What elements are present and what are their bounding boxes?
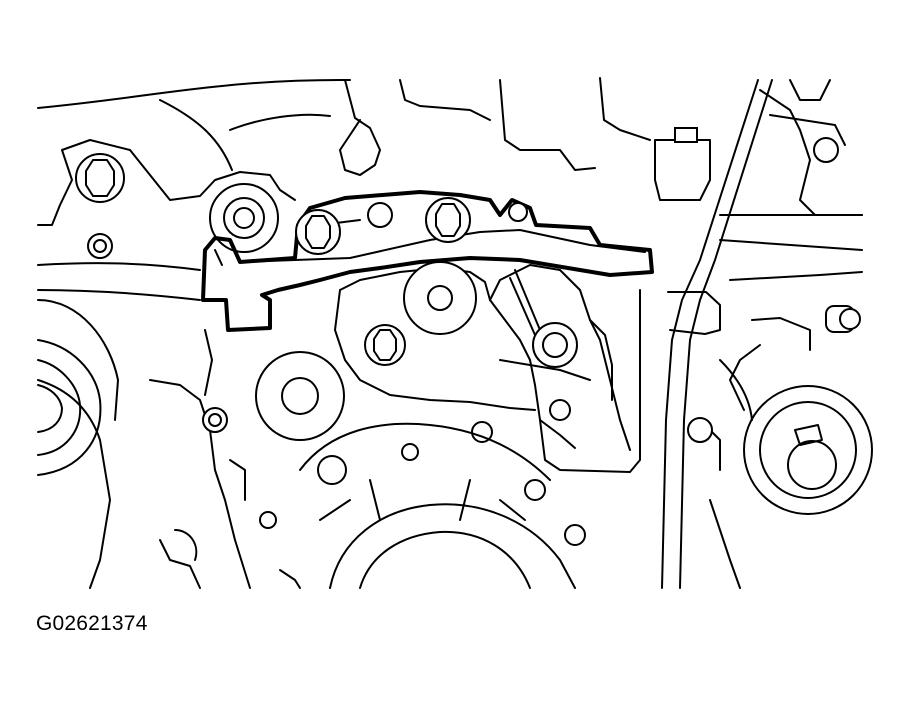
lower-left-parts [159, 459, 301, 589]
bolt [425, 197, 471, 243]
upper-right-parts [654, 79, 863, 281]
bolt [295, 209, 341, 255]
figure-code: G02621374 [36, 612, 148, 635]
pulley [255, 351, 345, 441]
pulley [403, 261, 477, 335]
pulley [532, 322, 578, 368]
engine-block-outline [37, 77, 651, 589]
pulley [37, 339, 102, 476]
pulley [209, 183, 279, 253]
bolt [75, 153, 125, 203]
bolt [364, 324, 406, 366]
dipstick-tube [661, 79, 773, 589]
bolt [751, 305, 861, 351]
crankshaft-sprocket [687, 344, 873, 515]
water-pump [299, 422, 586, 589]
tensioner [334, 264, 641, 473]
